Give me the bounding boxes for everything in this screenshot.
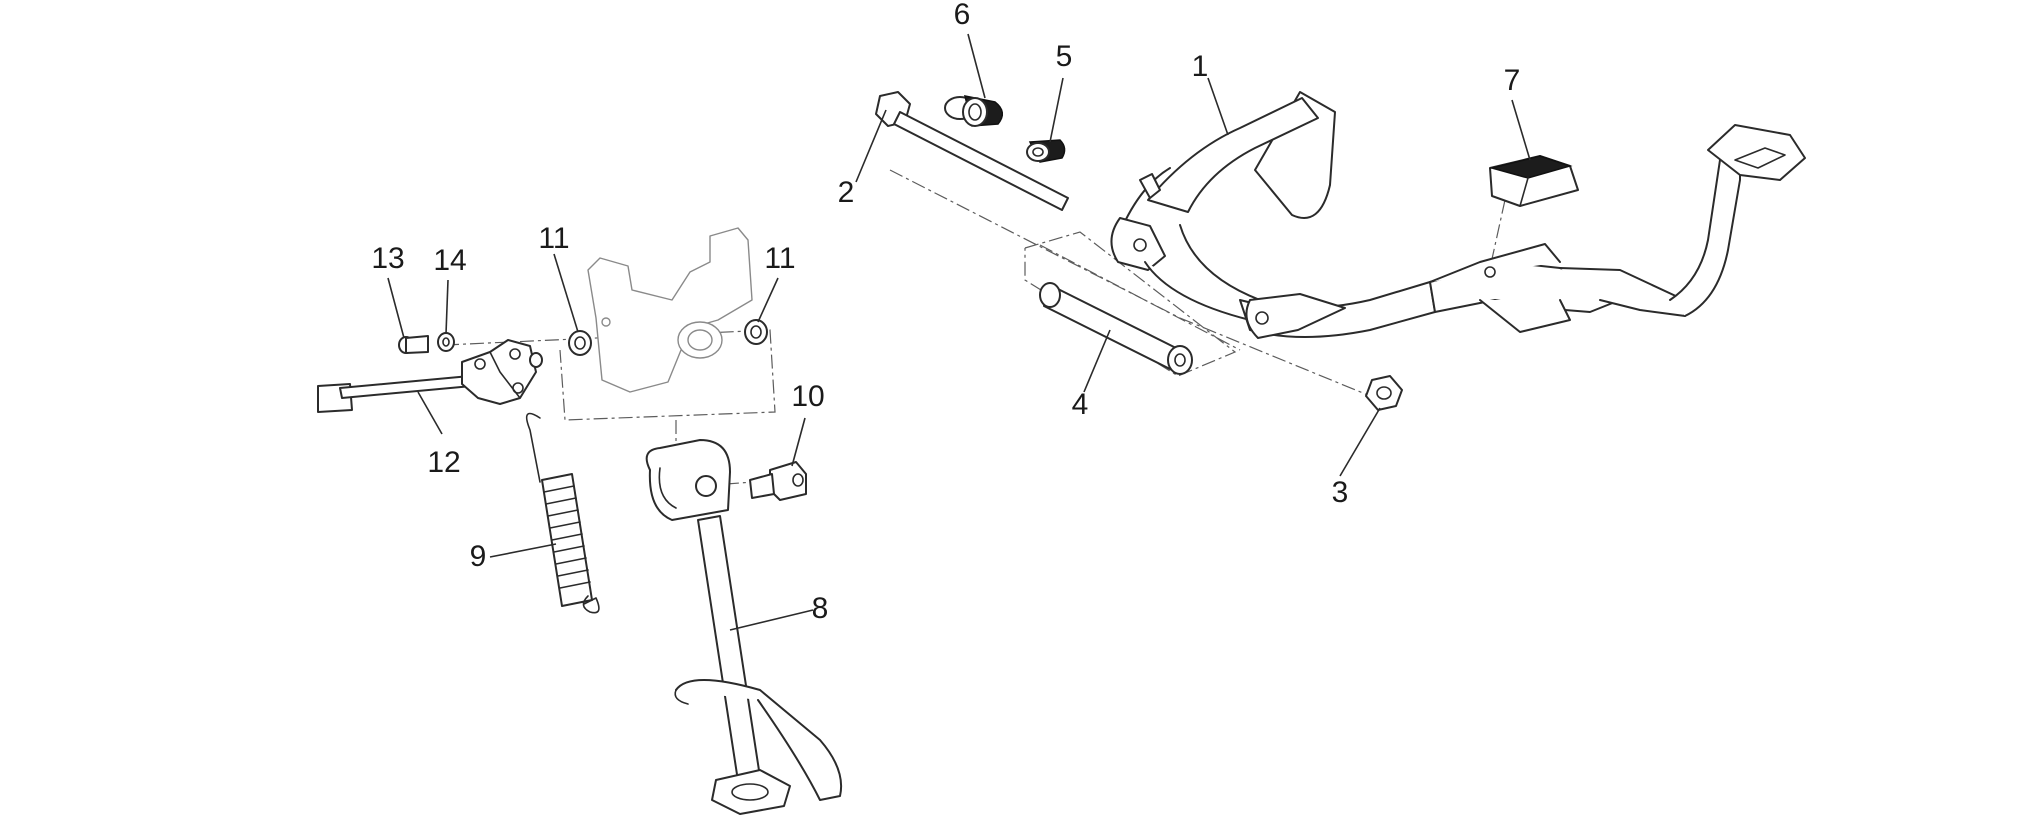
callout-11-right: 11 <box>764 242 795 275</box>
part-11-washer-left <box>568 330 592 356</box>
part-12-stand-switch <box>317 339 543 413</box>
callout-6: 6 <box>954 0 971 31</box>
leader-lines <box>387 33 1531 631</box>
callout-2: 2 <box>838 176 855 209</box>
part-4-pin <box>1039 282 1193 375</box>
mounting-bracket <box>587 227 753 393</box>
callout-12: 12 <box>427 446 460 479</box>
part-11-washer-right <box>744 319 768 345</box>
callout-labels: 1 2 3 4 5 6 7 8 9 10 11 11 12 13 14 <box>371 0 1520 625</box>
part-13-screw <box>398 335 429 354</box>
part-14-washer <box>437 332 455 352</box>
part-2-pivot-bolt <box>875 91 1069 211</box>
callout-3: 3 <box>1332 476 1349 509</box>
part-8-side-stand <box>645 439 843 815</box>
part-10-pivot-bolt <box>749 461 807 501</box>
callout-9: 9 <box>470 540 487 573</box>
part-7-rubber-stop <box>1489 155 1579 207</box>
callout-5: 5 <box>1056 40 1073 73</box>
callout-8: 8 <box>812 592 829 625</box>
callout-1: 1 <box>1192 50 1209 83</box>
callout-13: 13 <box>371 242 404 275</box>
callout-11-left: 11 <box>538 222 569 255</box>
callout-4: 4 <box>1072 388 1089 421</box>
callout-10: 10 <box>791 380 824 413</box>
part-9-spring <box>525 412 600 614</box>
part-3-nut <box>1365 375 1403 411</box>
part-5-small-bushing <box>1026 139 1066 163</box>
part-6-bushing <box>944 95 1004 127</box>
part-1-center-stand <box>1110 91 1806 339</box>
callout-7: 7 <box>1504 64 1521 97</box>
callout-14: 14 <box>433 244 466 277</box>
